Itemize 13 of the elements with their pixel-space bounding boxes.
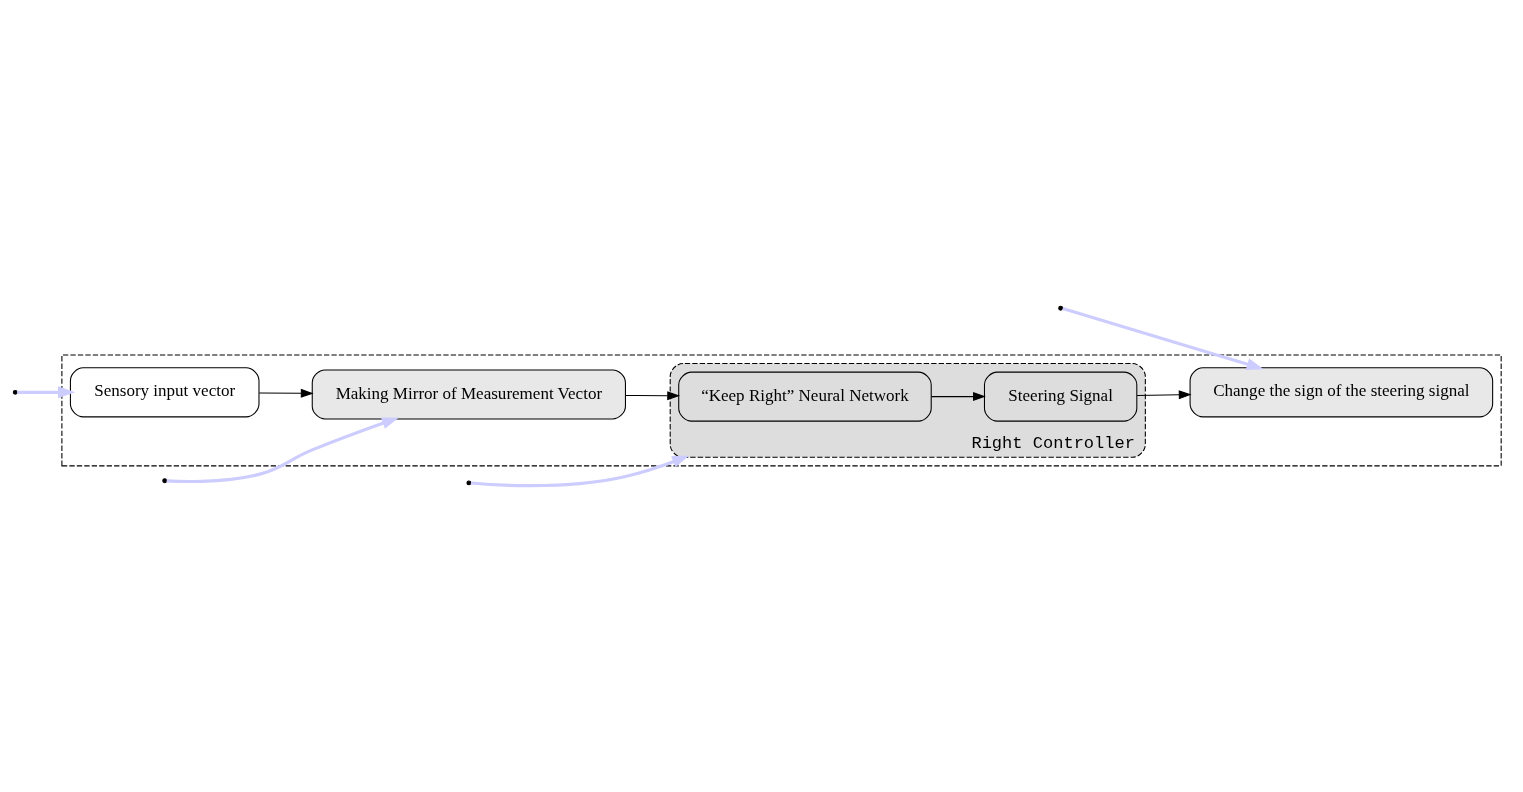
arrow	[258, 388, 314, 398]
node-box: “Keep Right” Neural Network	[678, 371, 932, 422]
arrow	[470, 455, 690, 488]
arrow	[166, 417, 400, 484]
node-box: Sensory input vector	[69, 367, 260, 418]
node-box: Making Mirror of Measurement Vector	[311, 369, 626, 420]
arrow	[1062, 306, 1264, 370]
arrow	[17, 386, 76, 399]
arrow	[1136, 390, 1192, 400]
arrow	[930, 392, 986, 402]
node-box: Steering Signal	[983, 371, 1138, 422]
node-box: Change the sign of the steering signal	[1189, 367, 1494, 418]
arrow	[625, 391, 681, 401]
